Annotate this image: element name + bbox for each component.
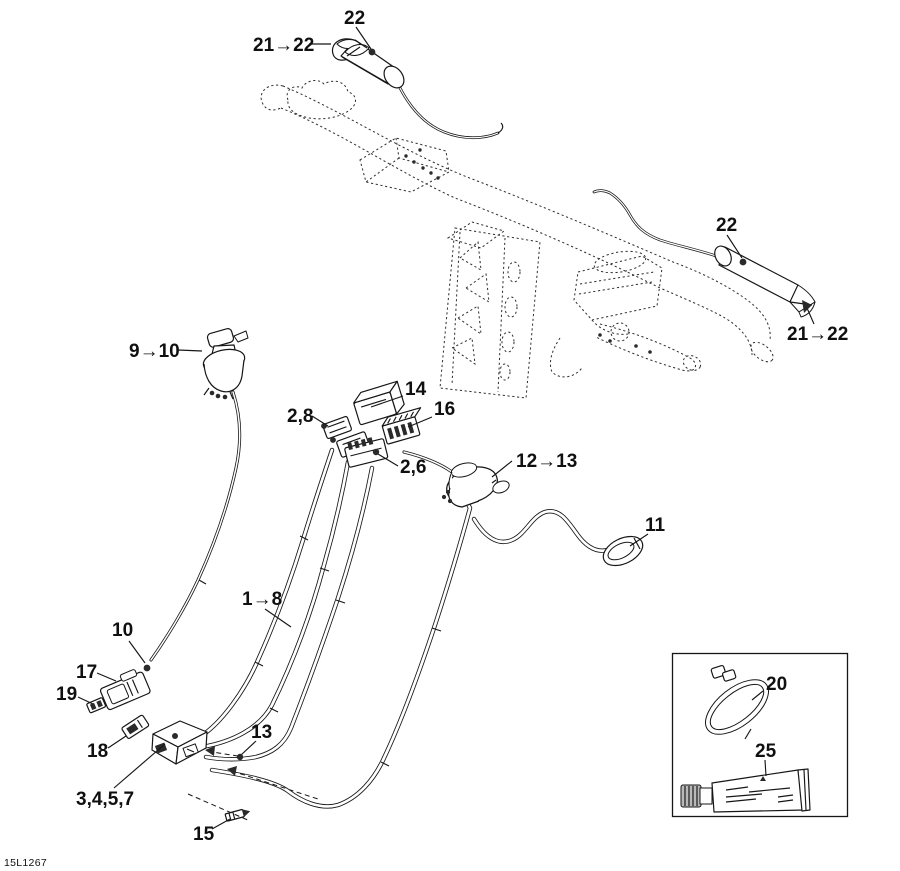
grease-tube-25: [680, 768, 811, 813]
callout-13: 13: [251, 722, 272, 743]
callout-14: 14: [405, 379, 427, 400]
callout-3-4-5-7: 3,4,5,7: [76, 789, 134, 810]
grip-heater-right: [592, 189, 816, 318]
callout-15: 15: [193, 824, 215, 845]
connector-2-6: [344, 437, 389, 468]
brake-assembly-phantom: [549, 250, 702, 378]
callout-11: 11: [645, 515, 666, 536]
callout-12-13: 12→13: [516, 451, 577, 472]
callout-21-22-right: 21→22: [787, 324, 848, 345]
callout-22-right: 22: [716, 215, 737, 236]
callout-25: 25: [755, 741, 777, 762]
document-code: 15L1267: [4, 857, 47, 869]
clamp-20: [705, 665, 769, 740]
callout-1-8: 1→8: [242, 589, 282, 610]
grip-heater-left: [331, 38, 504, 140]
cutoff-switch-12-13: [441, 462, 510, 508]
steering-riser-phantom: [439, 227, 541, 399]
assembly-guides: [187, 746, 319, 822]
switch-housing-phantom: [359, 137, 450, 193]
callout-19: 19: [56, 684, 77, 705]
callout-9-10: 9→10: [129, 341, 180, 362]
harness-wires: [195, 447, 614, 809]
callouts: 22 21→22 22 21→22 9→10 14 2,8 16 2,6 12→…: [56, 8, 848, 845]
callout-18: 18: [87, 741, 108, 762]
callout-16: 16: [434, 399, 455, 420]
connector-2-6-dot: [372, 448, 380, 456]
callout-22-left: 22: [344, 8, 365, 29]
plug-connector-17: [99, 669, 151, 711]
callout-17: 17: [76, 662, 97, 683]
module-3457: [151, 720, 208, 765]
leader-lines: [77, 26, 815, 830]
screw-15: [224, 808, 251, 822]
callout-10: 10: [112, 620, 133, 641]
callout-21-22-left: 21→22: [253, 35, 314, 56]
fuse-19: [86, 697, 107, 714]
handlebar-phantom: [260, 80, 774, 363]
wire-end-10-dot: [143, 664, 151, 672]
connector-11: [602, 535, 644, 567]
callout-20: 20: [766, 674, 787, 695]
callout-2-6: 2,6: [400, 457, 426, 478]
callout-2-8: 2,8: [287, 406, 313, 427]
connector-16: [381, 407, 422, 445]
cover-18: [121, 714, 150, 739]
service-kit-box: [671, 652, 849, 818]
tether-switch: [149, 328, 249, 662]
